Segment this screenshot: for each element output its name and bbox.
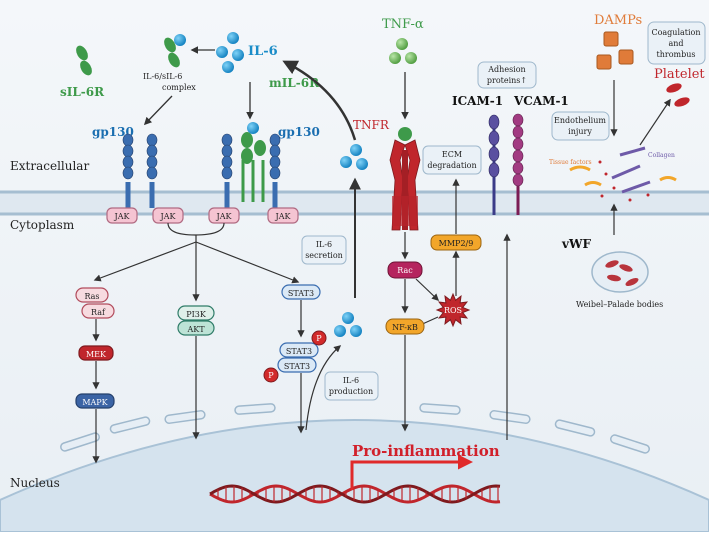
jak-row — [106, 207, 299, 224]
nucleus-region — [0, 419, 709, 533]
jak-label-3: JAK — [216, 212, 233, 221]
mil6r-gp130-receptor-right — [221, 122, 281, 208]
damps-label: DAMPs — [594, 13, 642, 28]
phospho-a-label: P — [316, 334, 322, 343]
sil6r-label: sIL-6R — [60, 85, 105, 99]
label-extracellular: Extracellular — [10, 159, 89, 173]
il6-production-flow — [282, 60, 368, 431]
phospho-b-label: P — [268, 371, 274, 380]
ras-label: Ras — [84, 292, 99, 301]
dna-helix — [209, 484, 501, 504]
coagulation-box — [647, 21, 706, 65]
endothelium-label-1: Endothelium — [554, 116, 606, 125]
jak-label-1: JAK — [114, 212, 131, 221]
il6-molecules — [216, 32, 244, 73]
collagen-label: Collagen — [648, 152, 675, 159]
ecm-box — [422, 145, 482, 175]
jak-label-4: JAK — [275, 212, 292, 221]
coag-label-3: thrombus — [657, 50, 696, 59]
arrow-injury-to-platelet — [639, 98, 671, 146]
ros-label: ROS — [444, 306, 462, 315]
icam1-molecule — [488, 114, 500, 215]
jak-label-2: JAK — [160, 212, 177, 221]
vcam-label: VCAM-1 — [513, 94, 569, 108]
adhesion-box — [477, 61, 537, 89]
nfkb-node — [385, 318, 425, 335]
adhesion-label-1: Adhesion — [487, 65, 525, 74]
endothelium-box — [551, 111, 610, 141]
il6-complex-icon — [164, 34, 186, 68]
il6-label: IL-6 — [248, 44, 278, 59]
nfkb-label: NF-κB — [392, 323, 418, 332]
pro-inflammation-marker — [350, 454, 473, 490]
arrow-complex-to-gp130 — [143, 95, 173, 126]
sil6r-icon — [76, 45, 92, 76]
gp130-left-label: gp130 — [92, 125, 134, 139]
adhesion-label-2: proteins↑ — [487, 76, 527, 85]
tissue-factors-label: Tissue factors — [549, 159, 592, 166]
stat3-dimer-a-label: STAT3 — [286, 347, 312, 356]
mapk-label: MAPK — [82, 398, 108, 407]
ecm-label-1: ECM — [442, 150, 462, 159]
tnfr-label: TNFR — [353, 118, 390, 132]
gp130-right-label: gp130 — [278, 125, 320, 139]
damps-icon — [596, 31, 634, 70]
akt-label: AKT — [186, 325, 205, 334]
mil6r-label: mIL-6R — [269, 76, 320, 90]
coag-label-1: Coagulation — [651, 28, 700, 37]
stat3-pathway — [263, 284, 327, 434]
mmp-label: MMP2/9 — [439, 239, 474, 248]
pi3k-akt-pathway — [177, 305, 215, 440]
vwf-label: vWF — [561, 237, 591, 251]
il6-secretion-box — [301, 235, 347, 265]
tnf-alpha-label: TNF-α — [382, 17, 424, 32]
rac-label: Rac — [397, 266, 413, 275]
raf-label: Raf — [91, 308, 106, 317]
coag-label-2: and — [668, 39, 683, 48]
ros-burst — [435, 292, 471, 328]
mek-label: MEK — [86, 350, 107, 359]
label-cytoplasm: Cytoplasm — [10, 218, 75, 232]
endothelium-injury-site — [569, 146, 677, 202]
rac-node — [387, 261, 423, 279]
jak-branch-lines — [93, 222, 300, 302]
ecm-label-2: degradation — [427, 161, 476, 170]
platelet-label: Platelet — [654, 67, 705, 82]
weibel-palade-label: Weibel–Palade bodies — [576, 300, 663, 309]
mapk-pathway — [75, 287, 115, 464]
nuclear-pores — [60, 403, 650, 454]
pro-inflammation-label: Pro-inflammation — [352, 442, 500, 460]
il6-secretion-label-1: IL-6 — [316, 240, 332, 249]
mmp-node — [430, 234, 482, 251]
il6-production-label-1: IL-6 — [343, 376, 359, 385]
complex-label-2: complex — [162, 83, 196, 92]
il6-secretion-label-2: secretion — [305, 251, 343, 260]
il6-production-box — [324, 371, 379, 401]
endothelium-label-2: injury — [568, 127, 592, 136]
il6-production-label-2: production — [329, 387, 373, 396]
arrow-rac-to-ros — [415, 278, 440, 301]
stat3-dimer-b-label: STAT3 — [284, 362, 310, 371]
tnfr-receptor — [389, 127, 421, 231]
weibel-palade-body-icon — [591, 251, 649, 293]
stat3-label: STAT3 — [288, 289, 314, 298]
tnf-alpha-molecules — [389, 38, 417, 120]
complex-label-1: IL-6/sIL-6 — [143, 72, 182, 81]
vcam1-molecule — [512, 113, 524, 215]
label-nucleus: Nucleus — [10, 476, 60, 490]
pi3k-label: PI3K — [186, 310, 207, 319]
icam-label: ICAM-1 — [452, 94, 503, 108]
gp130-receptor-left — [122, 133, 158, 208]
platelet-icon — [666, 83, 690, 107]
